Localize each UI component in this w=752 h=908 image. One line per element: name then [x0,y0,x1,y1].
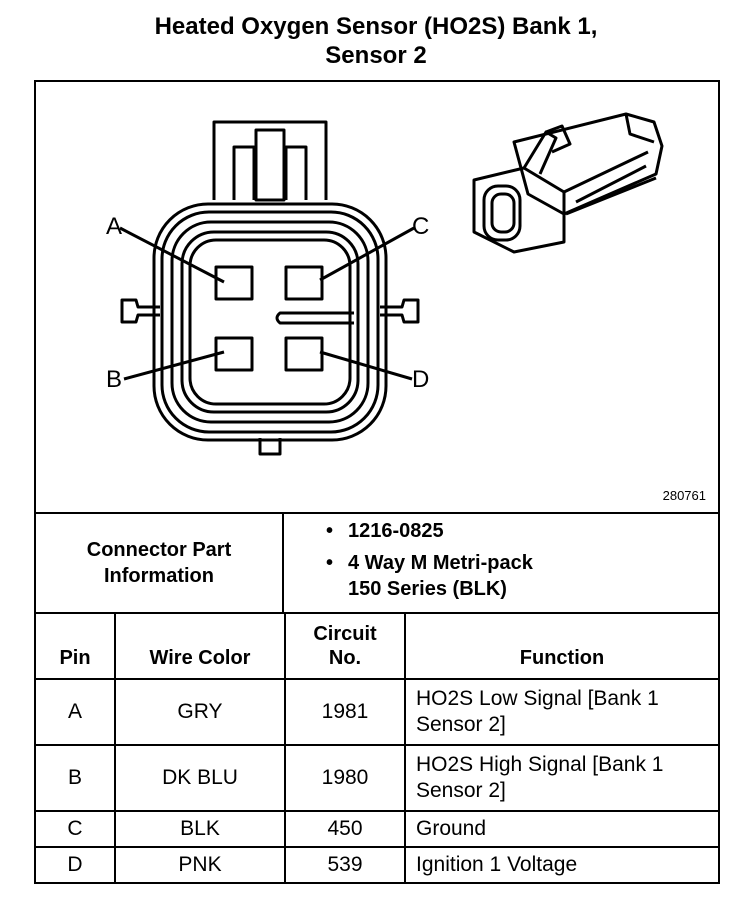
function-line-2: Sensor 2] [416,779,506,802]
connector-info-label: Connector Part Information [36,514,282,612]
table-row-d-pin: D [67,853,83,876]
connector-info-list: • 1216-0825 • 4 Way M Metri-pack 150 Ser… [324,518,533,608]
divider [36,810,718,812]
pin-label-d: D [412,366,429,393]
pin-label-a: A [106,213,122,240]
header-circuit-no: Circuit No. [286,614,404,678]
divider [404,612,406,882]
connector-type-item: • 4 Way M Metri-pack 150 Series (BLK) [324,550,533,602]
pin-label-b: B [106,366,122,393]
connector-info-label-line-2: Information [104,565,214,587]
divider [36,678,718,680]
table-row-c-circuit: 450 [327,817,363,840]
divider [36,512,718,514]
function-line-2: Sensor 2] [416,713,506,736]
connector-type-line-2: 150 Series (BLK) [348,578,507,600]
table-row-c-wire-color: BLK [180,817,220,840]
pin-label-c: C [412,213,429,240]
function-line-1: HO2S High Signal [Bank 1 [416,753,664,776]
header-circuit-line-2: No. [328,647,362,669]
connector-diagram: A B C D 280761 [36,82,718,514]
table-row-c-function: Ground [416,817,487,840]
part-number-item: • 1216-0825 [324,518,533,544]
header-circuit-line-1: Circuit [313,623,377,645]
figure-number: 280761 [662,488,706,503]
table-row-d-function: Ignition 1 Voltage [416,853,578,876]
table-row-a-wire-color: GRY [177,700,223,723]
table-row-b-wire-color: DK BLU [162,766,238,789]
table-row-a-circuit: 1981 [321,700,369,723]
header-wire-color: Wire Color [149,647,251,669]
table-row-b-circuit: 1980 [321,766,369,789]
bullet-icon: • [326,520,334,542]
table-row-d-circuit: 539 [327,853,363,876]
header-function: Function [519,647,605,669]
table-row-a-pin: A [67,700,82,723]
connector-isometric-view [472,112,664,254]
table-row-b-function: HO2S High Signal [Bank 1 Sensor 2] [406,746,718,810]
connector-face-drawing: A B C D [106,112,664,456]
diagram-title: Heated Oxygen Sensor (HO2S) Bank 1, Sens… [0,12,752,70]
divider [284,612,286,882]
table-row-b-pin: B [67,766,82,789]
divider [282,514,284,612]
title-line-2: Sensor 2 [325,42,427,69]
connector-frame: A B C D 280761 Connector Part Informatio… [34,80,720,884]
part-number: 1216-0825 [348,520,444,542]
connector-type-line-1: 4 Way M Metri-pack [348,552,533,574]
table-row-a-function: HO2S Low Signal [Bank 1 Sensor 2] [406,680,718,744]
divider [36,612,718,614]
bullet-icon: • [326,552,334,574]
title-line-1: Heated Oxygen Sensor (HO2S) Bank 1, [154,13,598,40]
divider [36,846,718,848]
divider [114,612,116,882]
divider [36,744,718,746]
connector-info-label-line-1: Connector Part [86,539,232,561]
table-row-d-wire-color: PNK [178,853,222,876]
header-pin: Pin [59,647,91,669]
table-row-c-pin: C [67,817,83,840]
function-line-1: HO2S Low Signal [Bank 1 [416,687,659,710]
